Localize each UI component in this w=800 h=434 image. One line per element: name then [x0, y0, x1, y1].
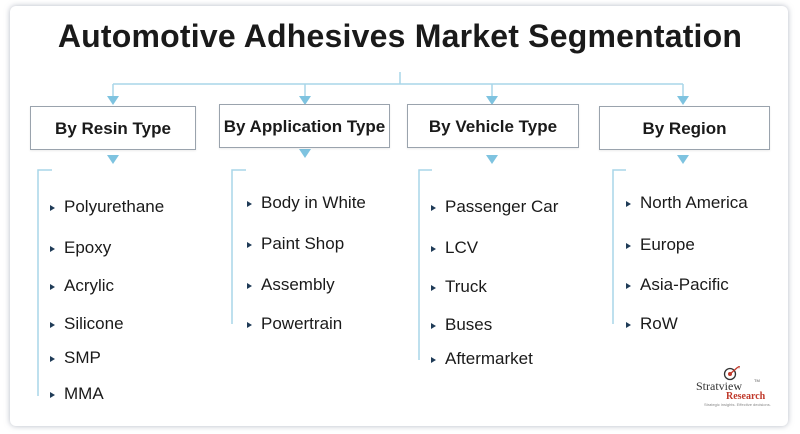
list-item: SMP	[64, 348, 101, 367]
list-item: Acrylic	[64, 276, 115, 295]
logo-subtitle: Research	[726, 391, 766, 402]
list-item: Assembly	[261, 275, 335, 294]
category-box-vehicle: By Vehicle Type	[407, 104, 579, 148]
list-item: Silicone	[64, 314, 124, 333]
bullet-arrow-icon	[626, 243, 631, 249]
bullet-arrow-icon	[247, 283, 252, 289]
category-label-region: By Region	[642, 118, 727, 138]
category-label-vehicle: By Vehicle Type	[428, 116, 558, 136]
bullet-arrow-icon	[431, 285, 436, 291]
list-item: Polyurethane	[64, 197, 165, 216]
list-item: Body in White	[261, 193, 366, 212]
bullet-arrow-icon	[50, 205, 55, 211]
bullet-arrow-icon	[50, 246, 55, 252]
category-box-resin: By Resin Type	[30, 106, 196, 150]
category-label-resin: By Resin Type	[55, 118, 171, 138]
arrow-to-box-2	[299, 96, 311, 105]
bracket-application	[231, 169, 246, 324]
bracket-region	[612, 169, 626, 324]
list-item: Truck	[445, 277, 487, 296]
bullet-arrow-icon	[431, 357, 436, 363]
bracket-resin	[37, 169, 52, 396]
bullet-arrow-icon	[50, 356, 55, 362]
arrow-to-box-3	[486, 96, 498, 105]
list-item: Asia-Pacific	[640, 275, 729, 294]
list-item: MMA	[64, 384, 104, 403]
category-box-region: By Region	[599, 106, 770, 150]
arrow-below-box-3	[486, 155, 498, 164]
bullet-arrow-icon	[50, 284, 55, 290]
list-item: North America	[640, 193, 748, 212]
bullet-arrow-icon	[50, 392, 55, 398]
bullet-arrow-icon	[431, 246, 436, 252]
list-item: Paint Shop	[261, 234, 345, 253]
arrow-to-box-4	[677, 96, 689, 105]
category-box-application: By Application Type	[219, 104, 390, 148]
bullet-arrow-icon	[626, 201, 631, 207]
stratview-logo: Stratview TM Research Strategic insights…	[690, 365, 786, 409]
list-item: Buses	[445, 315, 493, 334]
list-item: Aftermarket	[445, 349, 533, 368]
bullet-arrow-icon	[431, 323, 436, 329]
bullet-arrow-icon	[247, 201, 252, 207]
bullet-arrow-icon	[50, 322, 55, 328]
logo-tagline: Strategic insights. Effective decisions.	[704, 402, 771, 407]
list-item: RoW	[640, 314, 678, 333]
list-item: Passenger Car	[445, 197, 559, 216]
bracket-vehicle	[418, 169, 432, 360]
bullet-group	[50, 201, 631, 398]
bullet-arrow-icon	[247, 242, 252, 248]
bullet-arrow-icon	[626, 283, 631, 289]
category-label-application: By Application Type	[223, 116, 386, 136]
list-item: Europe	[640, 235, 695, 254]
arrow-below-box-4	[677, 155, 689, 164]
list-item: Epoxy	[64, 238, 112, 257]
list-item: LCV	[445, 238, 479, 257]
list-item: Powertrain	[261, 314, 343, 333]
logo-tm: TM	[754, 378, 760, 383]
diagram-title: Automotive Adhesives Market Segmentation	[57, 18, 743, 54]
arrow-below-box-1	[107, 155, 119, 164]
arrow-below-box-2	[299, 149, 311, 158]
diagram-card	[10, 6, 788, 426]
bullet-arrow-icon	[431, 205, 436, 211]
bullet-arrow-icon	[626, 322, 631, 328]
arrow-to-box-1	[107, 96, 119, 105]
bullet-arrow-icon	[247, 322, 252, 328]
logo-target-icon	[723, 366, 740, 381]
logo-name: Stratview	[696, 379, 742, 393]
